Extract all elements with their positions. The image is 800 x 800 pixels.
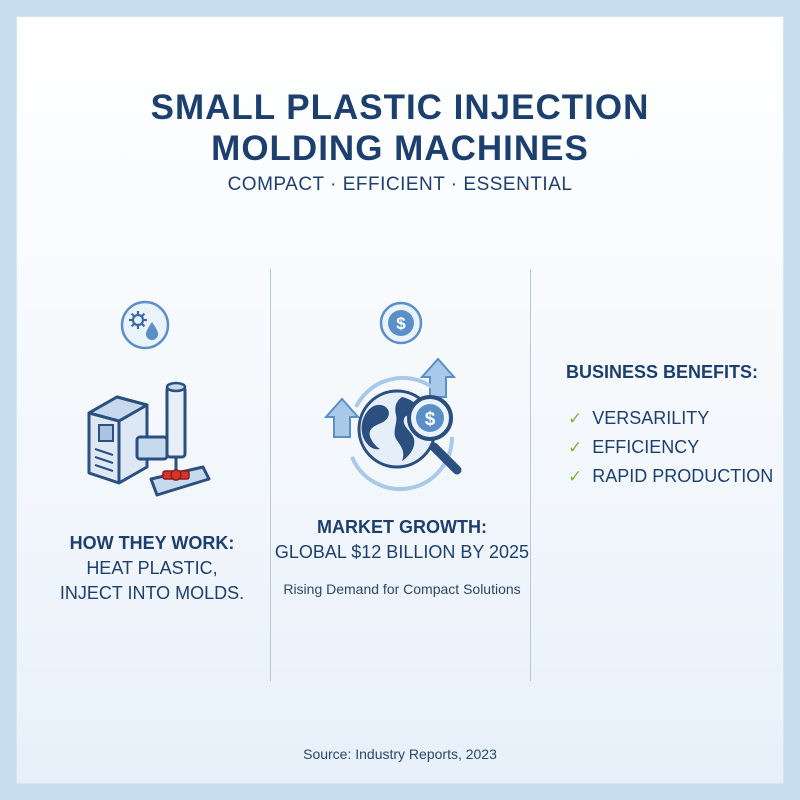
market-growth-value: GLOBAL $12 BILLION BY 2025 xyxy=(274,542,530,562)
title-line-2: MOLDING MACHINES xyxy=(211,129,589,168)
tagline: COMPACT · EFFICIENT · ESSENTIAL xyxy=(227,174,573,195)
how-it-works-line-2: HEAT PLASTIC, xyxy=(86,558,218,578)
benefits-title: BUSINESS BENEFITS: xyxy=(565,362,759,382)
benefit-label: EFFICIENCY xyxy=(592,437,700,457)
page-title: SMALL PLASTIC INJECTION MOLDING MACHINES xyxy=(17,87,783,169)
svg-text:$: $ xyxy=(396,314,406,333)
benefit-item: ✓ EFFICIENCY xyxy=(568,437,699,458)
how-it-works-label: HOW THEY WORK: xyxy=(69,533,235,553)
magnifier-dollar-icon: $ xyxy=(407,395,453,441)
source-note: Source: Industry Reports, 2023 xyxy=(303,746,497,762)
how-it-works-line-3: INJECT INTO MOLDS. xyxy=(59,583,245,603)
check-icon: ✓ xyxy=(568,438,583,457)
svg-text:$: $ xyxy=(425,409,436,430)
gear-droplet-icon xyxy=(120,300,170,350)
check-icon: ✓ xyxy=(568,409,583,428)
title-line-1: SMALL PLASTIC INJECTION xyxy=(150,88,650,127)
divider-right xyxy=(530,269,531,681)
how-it-works-text: HOW THEY WORK: HEAT PLASTIC, INJECT INTO… xyxy=(37,531,267,606)
market-growth-label: MARKET GROWTH: xyxy=(317,517,487,537)
infographic-card: SMALL PLASTIC INJECTION MOLDING MACHINES… xyxy=(17,17,783,783)
benefit-label: VERSARILITY xyxy=(592,408,710,428)
globe-growth-icon xyxy=(323,357,462,491)
benefit-label: RAPID PRODUCTION xyxy=(592,466,774,486)
benefit-item: ✓ VERSARILITY xyxy=(568,408,709,429)
market-note: Rising Demand for Compact Solutions xyxy=(283,581,521,597)
injection-machine-icon xyxy=(87,381,211,497)
dollar-icon: $ xyxy=(379,301,423,345)
market-growth-text: MARKET GROWTH: GLOBAL $12 BILLION BY 202… xyxy=(272,515,532,565)
divider-left xyxy=(270,269,271,681)
check-icon: ✓ xyxy=(568,467,583,486)
benefit-item: ✓ RAPID PRODUCTION xyxy=(568,466,773,487)
